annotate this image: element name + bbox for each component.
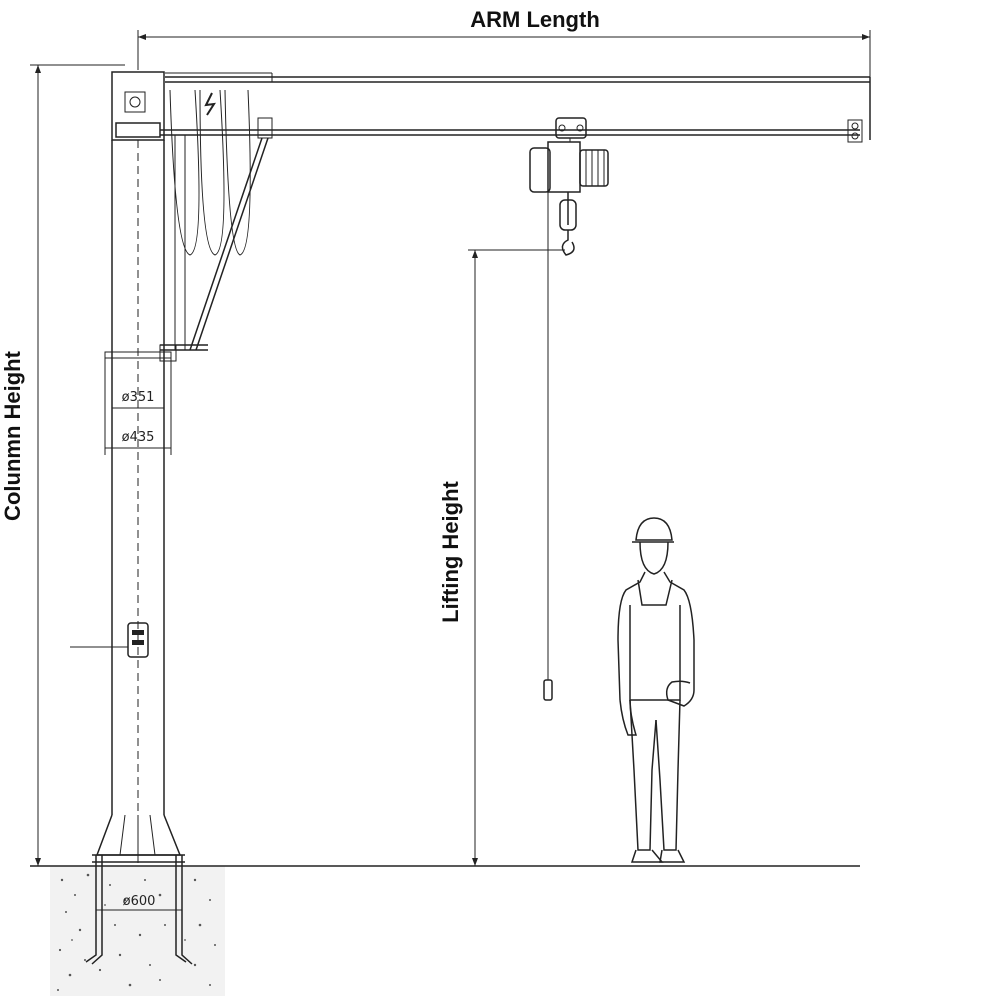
column-diameter-dimensions: ø351 ø435: [104, 358, 172, 455]
worker-figure: [617, 517, 695, 863]
column-height-label: Colunmn Height: [0, 350, 25, 521]
column-outer-diameter: ø435: [122, 430, 155, 445]
base-diameter: ø600: [123, 894, 156, 909]
jib-arm: [160, 72, 871, 351]
column-height-dimension: Colunmn Height: [0, 64, 125, 867]
lifting-height-label: Lifting Height: [438, 480, 463, 622]
foundation: ø600: [50, 855, 225, 996]
arm-length-dimension: ARM Length: [137, 7, 871, 80]
lifting-height-dimension: Lifting Height: [438, 249, 565, 866]
electric-hoist: [529, 117, 609, 701]
column-inner-diameter: ø351: [122, 390, 155, 405]
column: [70, 71, 251, 865]
arm-length-label: ARM Length: [470, 7, 600, 32]
